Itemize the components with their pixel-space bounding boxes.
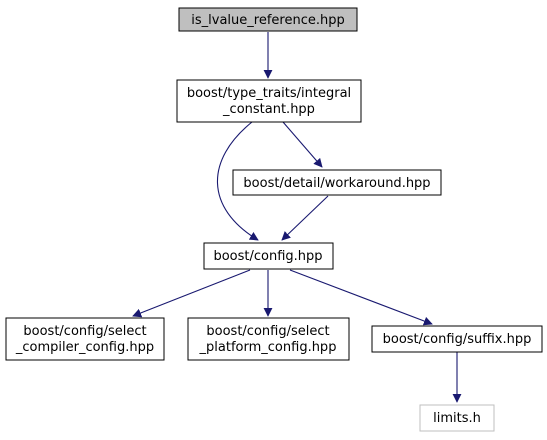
edge-config-to-suffix xyxy=(289,269,433,326)
edge-integral-constant-to-workaround xyxy=(282,121,323,168)
node-label-line: _constant.hpp xyxy=(222,102,315,117)
edge-workaround-to-config xyxy=(281,195,329,241)
node-label-line: _compiler_config.hpp xyxy=(15,340,154,355)
node-label-line: limits.h xyxy=(433,411,481,426)
graph-edges xyxy=(132,32,462,403)
node-label-line: boost/config/select xyxy=(23,324,146,339)
node-label-line: boost/config/select xyxy=(206,324,329,339)
node-is-lvalue-reference[interactable]: is_lvalue_reference.hpp xyxy=(178,7,358,32)
node-suffix[interactable]: boost/config/suffix.hpp xyxy=(371,325,543,353)
node-workaround[interactable]: boost/detail/workaround.hpp xyxy=(232,169,442,196)
node-integral-constant[interactable]: boost/type_traits/integral _constant.hpp xyxy=(176,79,362,123)
node-config[interactable]: boost/config.hpp xyxy=(203,242,334,270)
graph-nodes: is_lvalue_reference.hpp boost/type_trait… xyxy=(5,7,543,432)
node-label-line: is_lvalue_reference.hpp xyxy=(191,13,344,28)
node-label-line: boost/config.hpp xyxy=(213,249,322,264)
node-select-platform-config[interactable]: boost/config/select _platform_config.hpp xyxy=(187,317,350,361)
edge-config-to-select-compiler xyxy=(132,269,251,318)
node-label-line: boost/detail/workaround.hpp xyxy=(243,176,430,191)
edge-integral-constant-to-config xyxy=(216,121,259,241)
node-label-line: boost/type_traits/integral xyxy=(187,86,351,101)
node-label-line: boost/config/suffix.hpp xyxy=(383,332,532,347)
node-label-line: _platform_config.hpp xyxy=(199,340,337,355)
node-select-compiler-config[interactable]: boost/config/select _compiler_config.hpp xyxy=(5,317,165,361)
node-limits-h: limits.h xyxy=(419,404,495,432)
